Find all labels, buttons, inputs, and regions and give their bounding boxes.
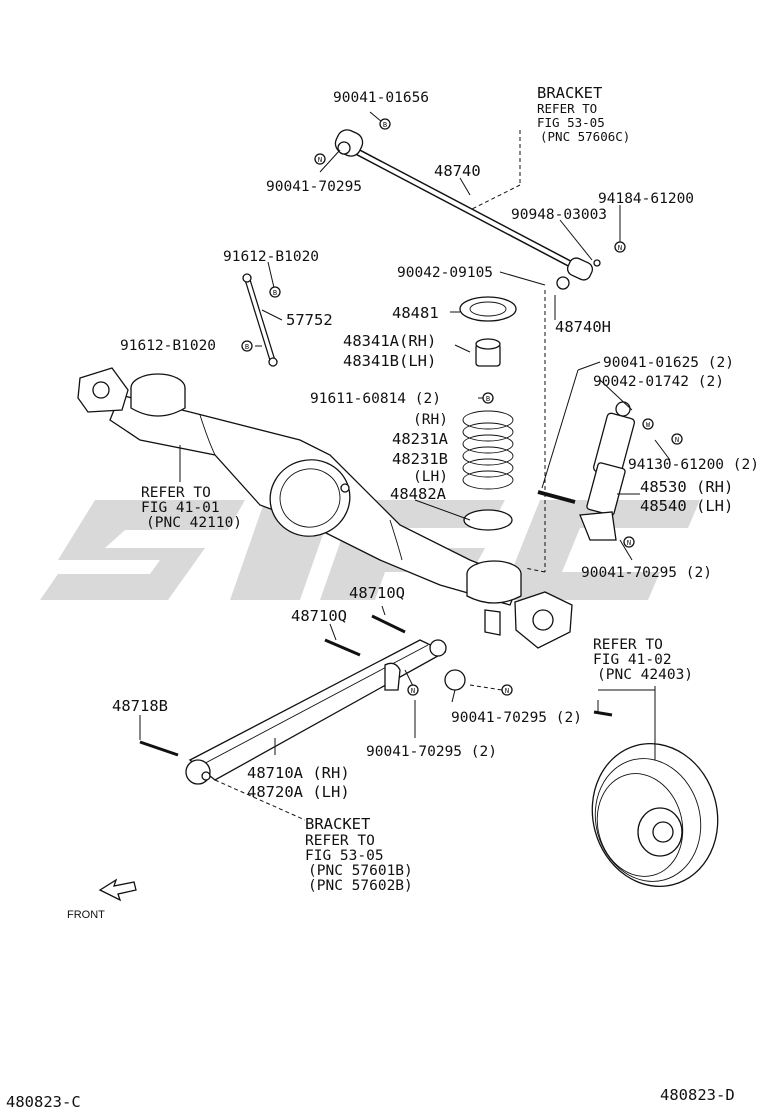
marker-n: N bbox=[505, 687, 509, 695]
refer-drum-line1: REFER TO bbox=[593, 637, 663, 653]
refer-bottom-line2: FIG 53-05 bbox=[305, 848, 384, 864]
part-48540: 48540 (LH) bbox=[640, 497, 733, 515]
refer-drum-line2: FIG 41-02 bbox=[593, 652, 672, 668]
part-48231b: 48231B bbox=[392, 450, 448, 468]
part-48530: 48530 (RH) bbox=[640, 478, 733, 496]
refer-bottom-line4: (PNC 57602B) bbox=[308, 878, 413, 894]
part-90041-01656: 90041-01656 bbox=[333, 90, 429, 106]
refer-top-line3: (PNC 57606C) bbox=[540, 129, 630, 144]
part-48740h: 48740H bbox=[555, 318, 611, 336]
refer-bottom-line1: REFER TO bbox=[305, 833, 375, 849]
marker-b: B bbox=[383, 121, 387, 129]
part-91612-b1020-upper: 91612-B1020 bbox=[223, 249, 319, 265]
part-90042-01742: 90042-01742 (2) bbox=[593, 374, 724, 390]
part-94130-61200: 94130-61200 (2) bbox=[628, 457, 759, 473]
refer-drum-line3: (PNC 42403) bbox=[597, 667, 693, 683]
lateral-rod bbox=[242, 273, 278, 367]
marker-b: B bbox=[273, 289, 277, 297]
refer-axle-line3: (PNC 42110) bbox=[146, 515, 242, 531]
part-48231a: 48231A bbox=[392, 430, 449, 448]
marker-n: N bbox=[411, 687, 415, 695]
marker-n: N bbox=[627, 539, 631, 547]
part-48720a: 48720A (LH) bbox=[247, 783, 350, 801]
refer-axle-line2: FIG 41-01 bbox=[141, 500, 220, 516]
diagram-code-right: 480823-D bbox=[660, 1086, 735, 1104]
marker-n: N bbox=[675, 436, 679, 444]
marker-w: W bbox=[646, 421, 651, 429]
part-48341b: 48341B(LH) bbox=[343, 352, 436, 370]
part-90041-70295-top: 90041-70295 bbox=[266, 179, 362, 195]
hardware-markers: B N N B B B W N N N N bbox=[241, 118, 683, 696]
part-90948-03003: 90948-03003 bbox=[511, 207, 607, 223]
diagram-code-left: 480823-C bbox=[6, 1093, 81, 1111]
coil-spring bbox=[459, 296, 517, 531]
part-91612-b1020-lower: 91612-B1020 bbox=[120, 338, 216, 354]
lh-label: (LH) bbox=[413, 469, 448, 485]
marker-n: N bbox=[318, 156, 322, 164]
part-94184-61200: 94184-61200 bbox=[598, 191, 694, 207]
refer-top-line2: FIG 53-05 bbox=[537, 115, 605, 130]
part-48710q-lower: 48710Q bbox=[291, 607, 347, 625]
refer-top-line1: REFER TO bbox=[537, 101, 597, 116]
part-48718b: 48718B bbox=[112, 697, 168, 715]
part-48481: 48481 bbox=[392, 304, 439, 322]
front-label: FRONT bbox=[67, 909, 105, 921]
part-90041-70295-shock: 90041-70295 (2) bbox=[581, 565, 712, 581]
brake-drum bbox=[591, 710, 719, 888]
part-48710a: 48710A (RH) bbox=[247, 764, 350, 782]
part-57752: 57752 bbox=[286, 311, 333, 329]
part-48482a: 48482A bbox=[390, 485, 447, 503]
part-91611-60814: 91611-60814 (2) bbox=[310, 391, 441, 407]
part-90041-70295-arm-upper: 90041-70295 (2) bbox=[451, 710, 582, 726]
shock-absorber bbox=[537, 401, 636, 541]
front-arrow-icon bbox=[98, 878, 137, 902]
lower-control-arm bbox=[139, 614, 466, 785]
part-48341a: 48341A(RH) bbox=[343, 332, 436, 350]
bracket-top-label: BRACKET bbox=[537, 84, 602, 102]
bracket-bottom-label: BRACKET bbox=[305, 815, 370, 833]
refer-axle-line1: REFER TO bbox=[141, 485, 211, 501]
refer-bottom-line3: (PNC 57601B) bbox=[308, 863, 413, 879]
leader-lines bbox=[139, 111, 671, 821]
marker-b: B bbox=[486, 395, 490, 403]
marker-b: B bbox=[245, 343, 249, 351]
rh-label: (RH) bbox=[413, 412, 448, 428]
part-90041-01625: 90041-01625 (2) bbox=[603, 355, 734, 371]
marker-n: N bbox=[618, 244, 622, 252]
part-90042-09105: 90042-09105 bbox=[397, 265, 493, 281]
part-labels: BRACKET REFER TO FIG 53-05 (PNC 57606C) … bbox=[6, 84, 759, 1111]
part-90041-70295-arm-lower: 90041-70295 (2) bbox=[366, 744, 497, 760]
upper-control-rod bbox=[334, 129, 601, 290]
part-48740: 48740 bbox=[434, 162, 481, 180]
axle-beam bbox=[77, 367, 573, 649]
part-48710q-upper: 48710Q bbox=[349, 584, 405, 602]
